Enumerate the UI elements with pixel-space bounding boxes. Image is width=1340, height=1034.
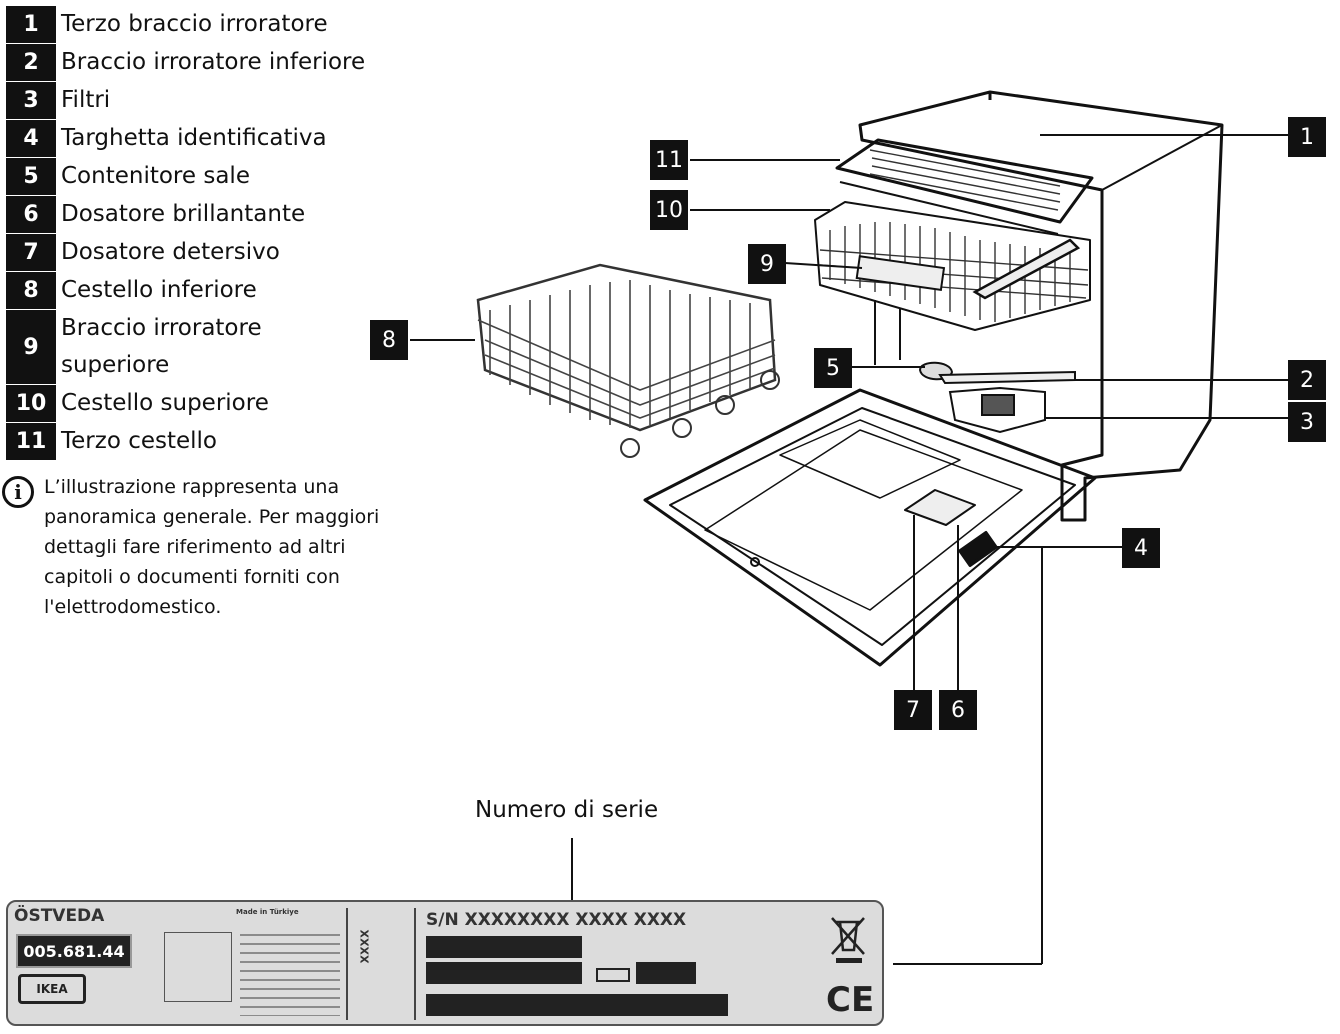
note-text: L’illustrazione rappresenta una panorami… <box>44 476 380 618</box>
upper-spray-arm <box>972 238 1081 300</box>
plate-vertical-code: XXXX <box>358 929 372 964</box>
legend-number: 11 <box>6 423 56 460</box>
cabinet-outline <box>858 90 1224 522</box>
legend-number: 4 <box>6 120 56 157</box>
plate-fine-print <box>240 934 340 1016</box>
callout-9: 9 <box>748 244 786 284</box>
legend-label: Targhetta identificativa <box>61 125 327 151</box>
legend-number: 3 <box>6 82 56 119</box>
legend-number: 8 <box>6 272 56 309</box>
legend-label: Terzo cestello <box>61 428 218 454</box>
legend-number: 7 <box>6 234 56 271</box>
rating-plate: ÖSTVEDA 005.681.44 IKEA Made in Türkiye … <box>6 900 884 1026</box>
fuse-icon <box>596 968 630 982</box>
legend-number: 6 <box>6 196 56 233</box>
legend-label: Dosatore detersivo <box>61 239 280 265</box>
callout-11: 11 <box>650 140 688 180</box>
plate-made-in: Made in Türkiye <box>236 908 299 916</box>
legend-label: Filtri <box>61 87 111 113</box>
plate-serial-number: S/N XXXXXXXX XXXX XXXX <box>426 910 687 930</box>
legend-label: Contenitore sale <box>61 163 250 189</box>
legend-label: Cestello inferiore <box>61 277 257 303</box>
detergent-dispenser <box>904 489 976 526</box>
lower-spray-arm <box>938 370 1076 385</box>
legend-number: 5 <box>6 158 56 195</box>
legend-label: Dosatore brillantante <box>61 201 306 227</box>
plate-article-number: 005.681.44 <box>16 934 132 968</box>
plate-redacted-bar <box>426 936 582 958</box>
plate-redacted-bar <box>426 994 728 1016</box>
legend-label: Braccio irroratore inferiore <box>61 49 366 75</box>
callout-5: 5 <box>814 348 852 388</box>
callout-8: 8 <box>370 320 408 360</box>
upper-basket-outline <box>814 201 1091 331</box>
legend-number: 9 <box>6 310 56 384</box>
callout-3: 3 <box>1288 402 1326 442</box>
ikea-logo: IKEA <box>18 974 86 1004</box>
plate-divider <box>414 908 416 1020</box>
plate-divider <box>346 908 348 1020</box>
third-rack <box>835 138 1094 224</box>
legend-number: 2 <box>6 44 56 81</box>
callout-1: 1 <box>1288 117 1326 157</box>
callout-4: 4 <box>1122 528 1160 568</box>
callout-7: 7 <box>894 690 932 730</box>
leader-lines <box>410 134 1288 965</box>
plate-blank-box <box>164 932 232 1002</box>
legend-number: 1 <box>6 6 56 43</box>
lower-basket <box>476 263 780 458</box>
plate-brand: ÖSTVEDA <box>14 906 105 926</box>
info-note: i L’illustrazione rappresenta una panora… <box>2 472 409 622</box>
info-icon: i <box>2 476 34 508</box>
callout-10: 10 <box>650 190 688 230</box>
callout-2: 2 <box>1288 360 1326 400</box>
ce-mark: CE <box>826 980 875 1020</box>
door-outline <box>643 388 1097 667</box>
plate-redacted-bar <box>426 962 582 984</box>
legend-label: Braccio irroratore superiore <box>61 315 262 378</box>
callout-6: 6 <box>939 690 977 730</box>
legend-number: 10 <box>6 385 56 422</box>
serial-number-label: Numero di serie <box>475 797 659 823</box>
legend-label: Cestello superiore <box>61 390 269 416</box>
plate-redacted-bar <box>636 962 696 984</box>
weee-bin-icon <box>831 917 865 963</box>
legend-label: Terzo braccio irroratore <box>61 11 328 37</box>
